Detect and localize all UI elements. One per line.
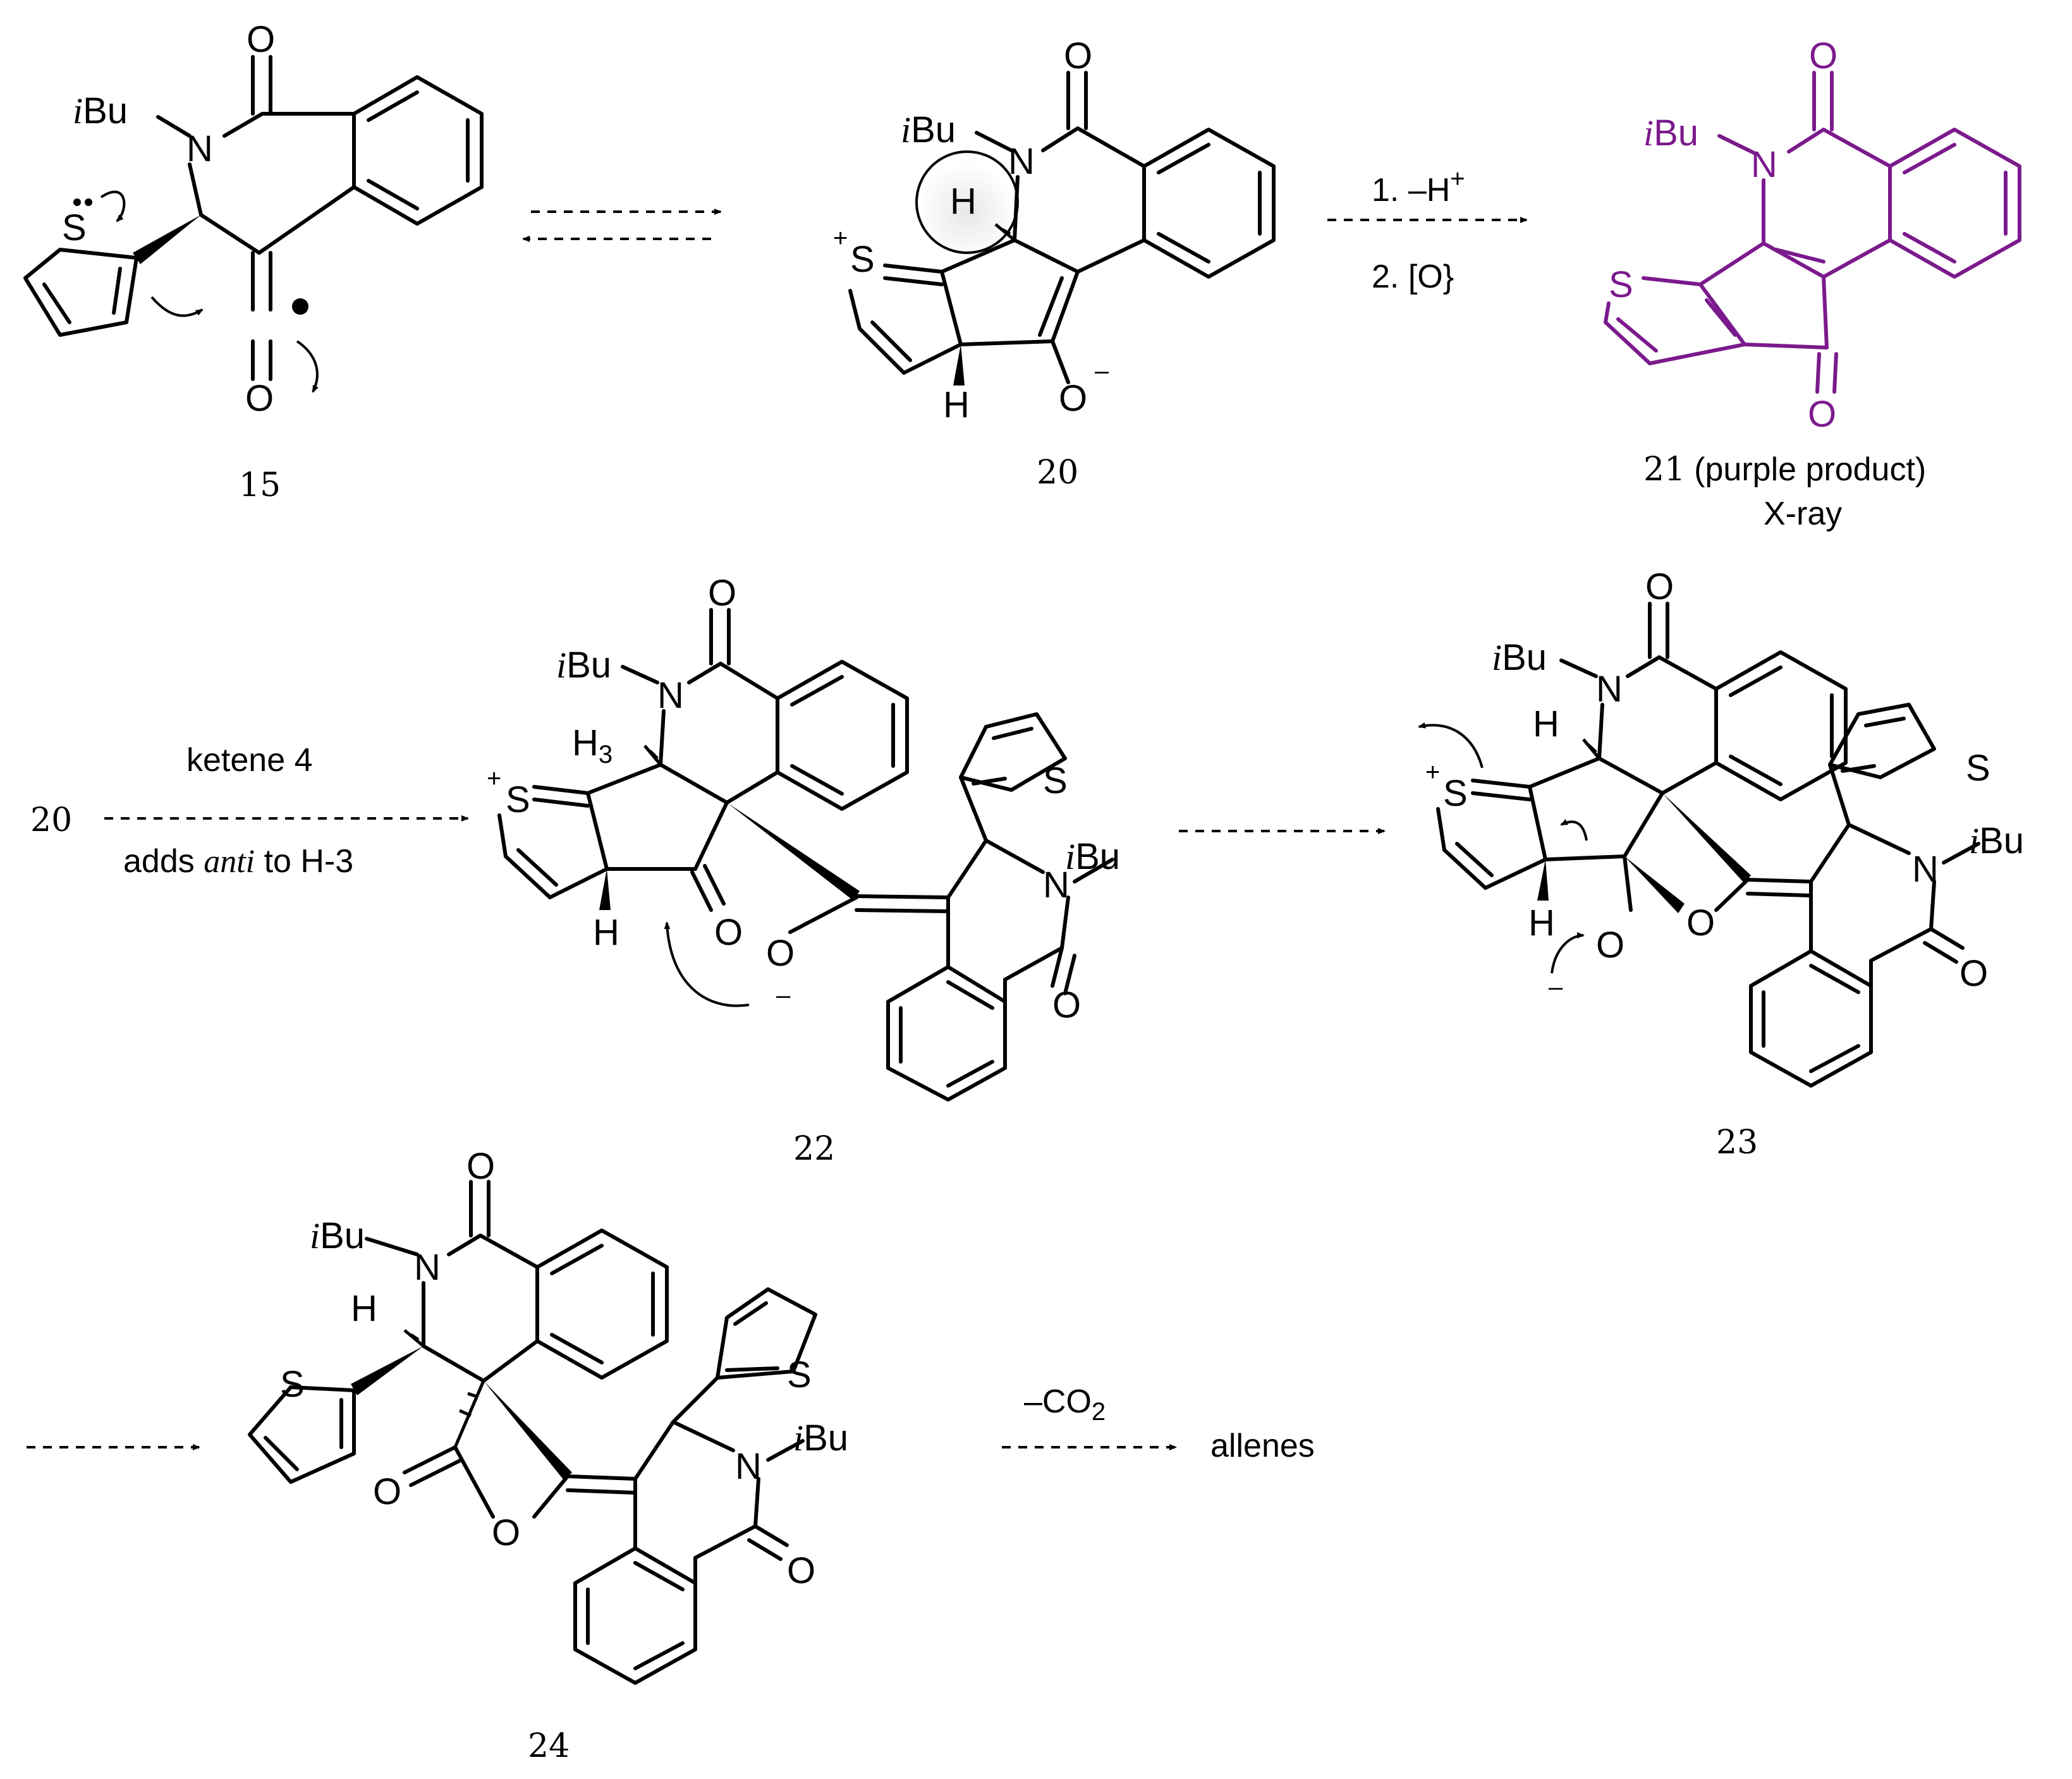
compound-21-xray: X-ray [1764, 495, 1842, 532]
compound-24-structure [248, 1180, 817, 1685]
c23-alkoxide-o: O [1596, 925, 1624, 966]
c15-ibu-label: iBu [73, 90, 128, 131]
c23-o-top: O [1645, 566, 1674, 607]
c23-plus: + [1425, 758, 1440, 786]
c23-thienyl-s: S [1966, 748, 1990, 789]
c24-s-label: S [280, 1364, 305, 1405]
compound-21-structure [1604, 71, 2021, 394]
c24-o-top: O [466, 1146, 495, 1187]
c23-s-label: S [1443, 773, 1468, 814]
compound-20-structure [848, 71, 1276, 386]
c24-lactone-o-carbonyl: O [373, 1471, 401, 1512]
step1-bottom-condition: 2. [O} [1372, 258, 1454, 295]
c20-n-label: N [1008, 141, 1035, 182]
c24-h-label: H [351, 1288, 377, 1329]
c22-h3-label: H3 [572, 722, 612, 768]
c15-radical-dot [292, 298, 308, 315]
c23-curly-arrow-1 [1418, 722, 1484, 768]
c20-h-bottom: H [943, 384, 970, 425]
c22-n2-label: N [1043, 865, 1070, 906]
c15-curly-arrow-1 [100, 190, 126, 222]
c21-ibu-label: iBu [1643, 112, 1698, 154]
c22-ibu2-label: iBu [1065, 836, 1120, 877]
c20-s-label: S [850, 239, 875, 280]
c23-oxetane-o: O [1686, 902, 1715, 944]
allenes-product: allenes [1210, 1428, 1315, 1464]
c21-o-bottom: O [1808, 394, 1836, 435]
c24-lactone-o-ring: O [492, 1512, 520, 1553]
c22-ibu-label: iBu [556, 645, 611, 686]
c15-o-top: O [247, 19, 275, 60]
c24-ibu2-label: iBu [793, 1418, 848, 1459]
c24-ibu-label: iBu [310, 1215, 365, 1256]
c22-amide-o: O [1052, 985, 1081, 1026]
c20-h-circled: H [950, 181, 977, 222]
c15-n-label: N [186, 128, 213, 169]
c20-o-top: O [1064, 35, 1092, 76]
c21-o-top: O [1809, 35, 1837, 76]
c15-o-bottom: O [245, 378, 274, 419]
c22-enolate-o: O [766, 933, 795, 974]
c24-amide-o: O [787, 1550, 815, 1591]
c22-ketone-o: O [714, 912, 743, 953]
c22-o-top: O [708, 573, 736, 614]
compound-20-label: 20 [1037, 454, 1078, 492]
c22-s-label: S [506, 779, 530, 820]
c15-curly-arrow-3 [296, 340, 319, 393]
c24-n-label: N [414, 1247, 441, 1288]
ketene-bottom-condition: adds anti to H-3 [123, 843, 353, 880]
compound-24-label: 24 [528, 1727, 570, 1765]
c15-lone-pair-1 [73, 198, 81, 206]
c22-thienyl-s: S [1043, 760, 1068, 801]
c22-h-bottom: H [593, 912, 619, 953]
compound-23-label: 23 [1716, 1124, 1758, 1162]
c20-minus: – [1095, 357, 1109, 385]
c22-curly-arrow [664, 921, 750, 1007]
c24-n2-label: N [735, 1446, 762, 1487]
c22-n-label: N [657, 675, 684, 716]
c23-amide-o: O [1959, 953, 1988, 994]
compound-23-structure [1436, 602, 1980, 1088]
c20-ibu-label: iBu [901, 109, 956, 150]
c15-curly-arrow-2 [150, 296, 204, 317]
c15-s-label: S [62, 207, 87, 248]
c23-ibu2-label: iBu [1969, 820, 2024, 861]
row2-start-20: 20 [30, 801, 72, 839]
c22-plus: + [487, 765, 501, 792]
c23-curly-arrow-2 [1560, 819, 1588, 841]
c20-o-minus: O [1059, 378, 1087, 419]
compound-15-label: 15 [239, 466, 281, 504]
c21-s-label: S [1609, 264, 1633, 305]
c20-plus: + [833, 224, 848, 252]
c23-minus: – [1549, 973, 1563, 1001]
c24-thienyl-s: S [787, 1354, 812, 1395]
c23-h-top: H [1533, 703, 1559, 744]
compound-22-structure [497, 608, 1114, 1102]
c23-ibu-label: iBu [1492, 637, 1547, 678]
compound-21-label: 21(purple product) [1643, 451, 1926, 489]
c22-minus: – [776, 981, 791, 1009]
ketene-top-condition: ketene 4 [186, 742, 313, 779]
compound-22-label: 22 [793, 1130, 835, 1168]
step1-top-condition: 1. –H+ [1372, 165, 1465, 209]
c21-n-label: N [1751, 144, 1777, 185]
c23-h-bottom: H [1528, 902, 1555, 944]
c15-lone-pair-2 [85, 198, 92, 206]
c23-curly-arrow-3 [1551, 932, 1585, 974]
c23-n2-label: N [1912, 849, 1939, 890]
compound-15-structure [23, 55, 484, 381]
decarboxylation-condition: –CO2 [1024, 1383, 1106, 1426]
c23-n-label: N [1596, 669, 1623, 710]
